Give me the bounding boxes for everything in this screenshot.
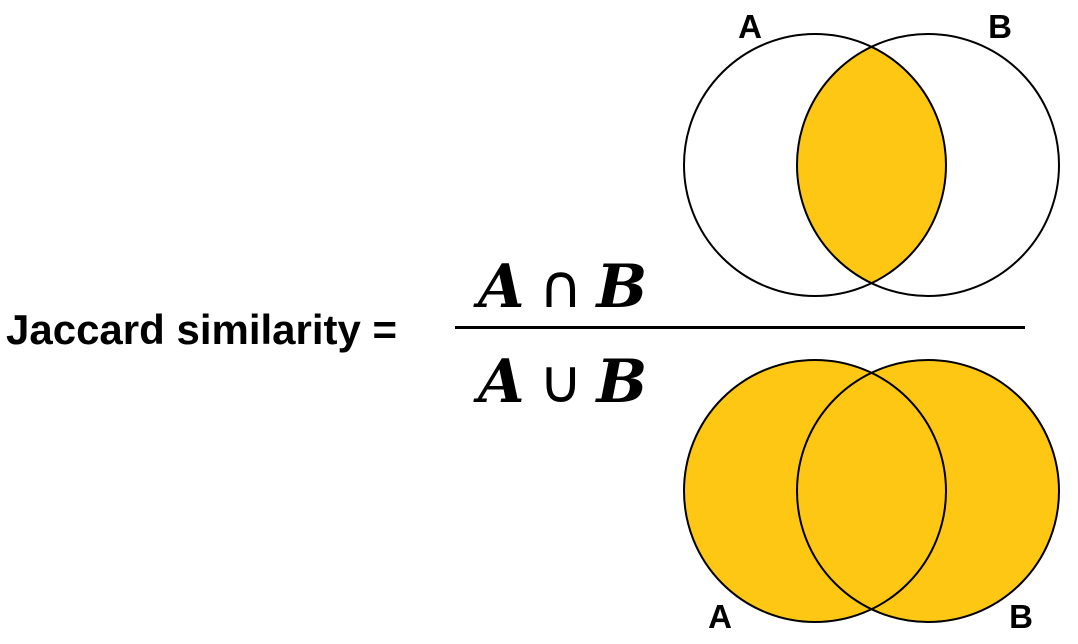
venn-intersection: A B <box>683 8 1060 297</box>
numerator-set-a: A <box>478 252 525 322</box>
bottom-circle-a <box>683 359 947 623</box>
bottom-label-b: B <box>1009 598 1033 635</box>
fraction-bar <box>455 326 1025 329</box>
denominator-set-b: B <box>596 347 648 417</box>
bottom-union-fill-b <box>797 360 1059 622</box>
bottom-circle-b <box>796 359 1060 623</box>
formula-lhs: Jaccard similarity = <box>6 306 398 353</box>
numerator-set-b: B <box>596 252 648 322</box>
bottom-label-a: A <box>708 598 732 635</box>
union-symbol: ∪ <box>538 347 583 417</box>
formula-numerator: A∩B <box>478 252 647 322</box>
venn-union: A B <box>683 359 1060 635</box>
top-label-a: A <box>738 8 762 45</box>
formula-denominator: A∪B <box>478 347 647 417</box>
top-intersection-fill <box>797 34 946 296</box>
top-circle-a <box>683 33 947 297</box>
top-circle-b <box>796 33 1060 297</box>
denominator-set-a: A <box>478 347 525 417</box>
top-label-b: B <box>988 8 1012 45</box>
intersection-symbol: ∩ <box>538 252 583 322</box>
